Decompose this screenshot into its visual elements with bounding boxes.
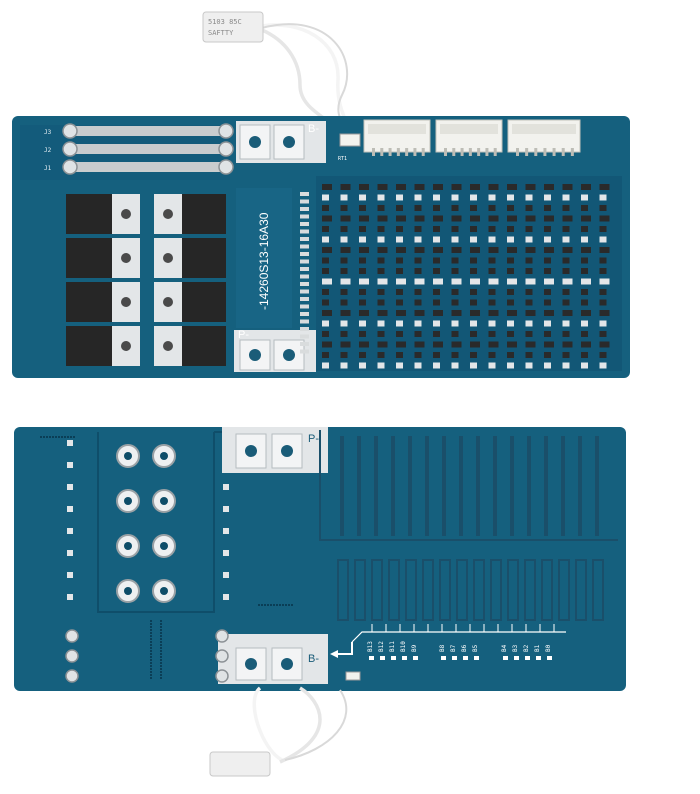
jumper-label-j3: J3 — [44, 129, 52, 136]
jumper-label-j1: J1 — [44, 165, 52, 172]
cell-lead-ticks — [371, 624, 555, 632]
cell-label: B1 — [534, 644, 541, 652]
back-traces — [319, 430, 618, 621]
cell-label: B11 — [389, 641, 396, 652]
back-board: P- B- B13 B12 B11 B10 B9 B8 B7 B6 B5 B4 B3 B2 B1 B0 — [14, 427, 626, 777]
cell-label: B5 — [472, 644, 479, 652]
mosfet — [66, 194, 112, 234]
cell-label: B13 — [367, 641, 374, 652]
cell-label: B9 — [411, 644, 418, 652]
cell-label: B6 — [461, 644, 468, 652]
cell-label: B0 — [545, 644, 552, 652]
cell-labels: B13 B12 B11 B10 B9 B8 B7 B6 B5 B4 B3 B2 B1 B0 — [367, 641, 552, 660]
cell-label: B10 — [400, 641, 407, 652]
back-round-pads — [116, 444, 176, 603]
cell-label: B8 — [439, 644, 446, 652]
sensor-label: RT1 — [338, 156, 347, 162]
smd-component-grid — [322, 184, 610, 369]
cell-label: B7 — [450, 644, 457, 652]
thermistor-wire-bottom — [209, 686, 348, 777]
mosfet — [182, 326, 226, 366]
mosfet — [182, 282, 226, 322]
model-label: -14260S13-16A30 — [257, 212, 271, 310]
mosfet — [66, 238, 112, 278]
cell-label: B12 — [378, 641, 385, 652]
front-board: 5103 85C SAFTTY J3 J2 J1 — [12, 11, 630, 378]
back-b-minus-label: B- — [308, 653, 319, 665]
resistor-column — [300, 192, 309, 354]
back-p-minus-terminal: P- — [222, 427, 328, 473]
mosfet — [182, 238, 226, 278]
via-strips — [40, 436, 293, 679]
mosfet — [66, 282, 112, 322]
front-p-minus-label: P- — [238, 329, 249, 341]
back-p-minus-label: P- — [308, 433, 319, 445]
back-via-pads — [67, 440, 229, 600]
front-b-minus-label: B- — [308, 123, 319, 135]
thermistor-text-1: 5103 85C — [208, 18, 242, 26]
mosfet — [182, 194, 226, 234]
balance-connectors — [363, 119, 581, 156]
mosfet — [66, 326, 112, 366]
jumper-wires: J3 J2 J1 — [44, 123, 234, 175]
thermistor-text-2: SAFTTY — [208, 29, 234, 37]
jumper-label-j2: J2 — [44, 147, 52, 154]
back-jumper-pads — [65, 629, 229, 683]
front-b-minus-terminal: B- — [236, 121, 326, 163]
cell-label: B4 — [501, 644, 508, 652]
cell-label: B2 — [523, 644, 530, 652]
mosfet-array — [66, 194, 226, 366]
cell-label: B3 — [512, 644, 519, 652]
back-b-minus-terminal: B- — [218, 634, 353, 684]
